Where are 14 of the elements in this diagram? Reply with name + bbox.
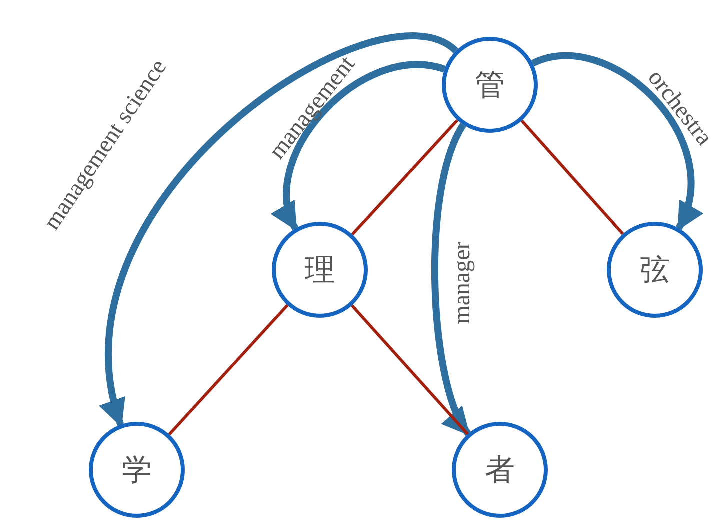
chinese-character: 管 — [475, 66, 505, 104]
chinese-character: 理 — [305, 252, 335, 290]
edge-label: manager — [450, 242, 474, 324]
curved-arrow — [432, 123, 472, 436]
connector-line — [351, 119, 459, 236]
curved-arrow — [273, 62, 446, 232]
curved-arrow — [532, 52, 702, 231]
connector-line — [520, 120, 624, 236]
connector-line — [168, 304, 289, 436]
curved-arrow — [102, 33, 458, 428]
chinese-character: 学 — [122, 452, 152, 490]
chinese-character: 者 — [485, 452, 515, 490]
connector-line — [351, 304, 469, 436]
chinese-character: 弦 — [640, 252, 670, 290]
